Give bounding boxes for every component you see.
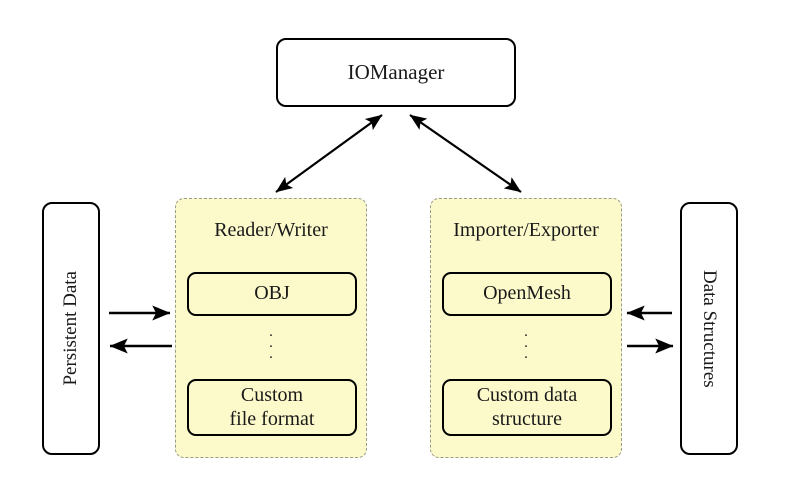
node-openmesh-label: OpenMesh [483, 282, 571, 305]
node-custom-data-structure-line1: Custom data [476, 383, 578, 406]
node-obj[interactable]: OBJ [187, 272, 357, 316]
arrow-iomanager-reader-writer [275, 114, 383, 193]
node-custom-file-format-line2: file format [229, 407, 315, 430]
node-obj-label: OBJ [254, 282, 290, 305]
node-openmesh[interactable]: OpenMesh [442, 272, 612, 316]
node-custom-file-format[interactable]: Custom file format [187, 379, 357, 436]
node-persistent-data[interactable]: Persistent Data [42, 202, 100, 455]
node-custom-data-structure-line2: structure [492, 407, 562, 430]
node-custom-data-structure[interactable]: Custom data structure [442, 379, 612, 436]
node-iomanager[interactable]: IOManager [276, 38, 516, 107]
group-reader-writer-title: Reader/Writer [214, 219, 328, 241]
arrow-iomanager-importer-exporter [409, 114, 522, 193]
node-data-structures[interactable]: Data Structures [680, 202, 738, 455]
group-reader-writer: Reader/Writer OBJ . . . Custom file form… [175, 198, 367, 458]
node-persistent-data-label: Persistent Data [60, 271, 81, 386]
node-iomanager-label: IOManager [347, 60, 445, 84]
node-data-structures-label: Data Structures [699, 269, 720, 388]
group-importer-exporter-ellipsis: . . . [524, 324, 528, 362]
node-custom-file-format-line1: Custom [240, 383, 304, 406]
group-importer-exporter-title: Importer/Exporter [453, 219, 599, 241]
group-reader-writer-ellipsis: . . . [269, 324, 273, 362]
group-importer-exporter: Importer/Exporter OpenMesh . . . Custom … [430, 198, 622, 458]
